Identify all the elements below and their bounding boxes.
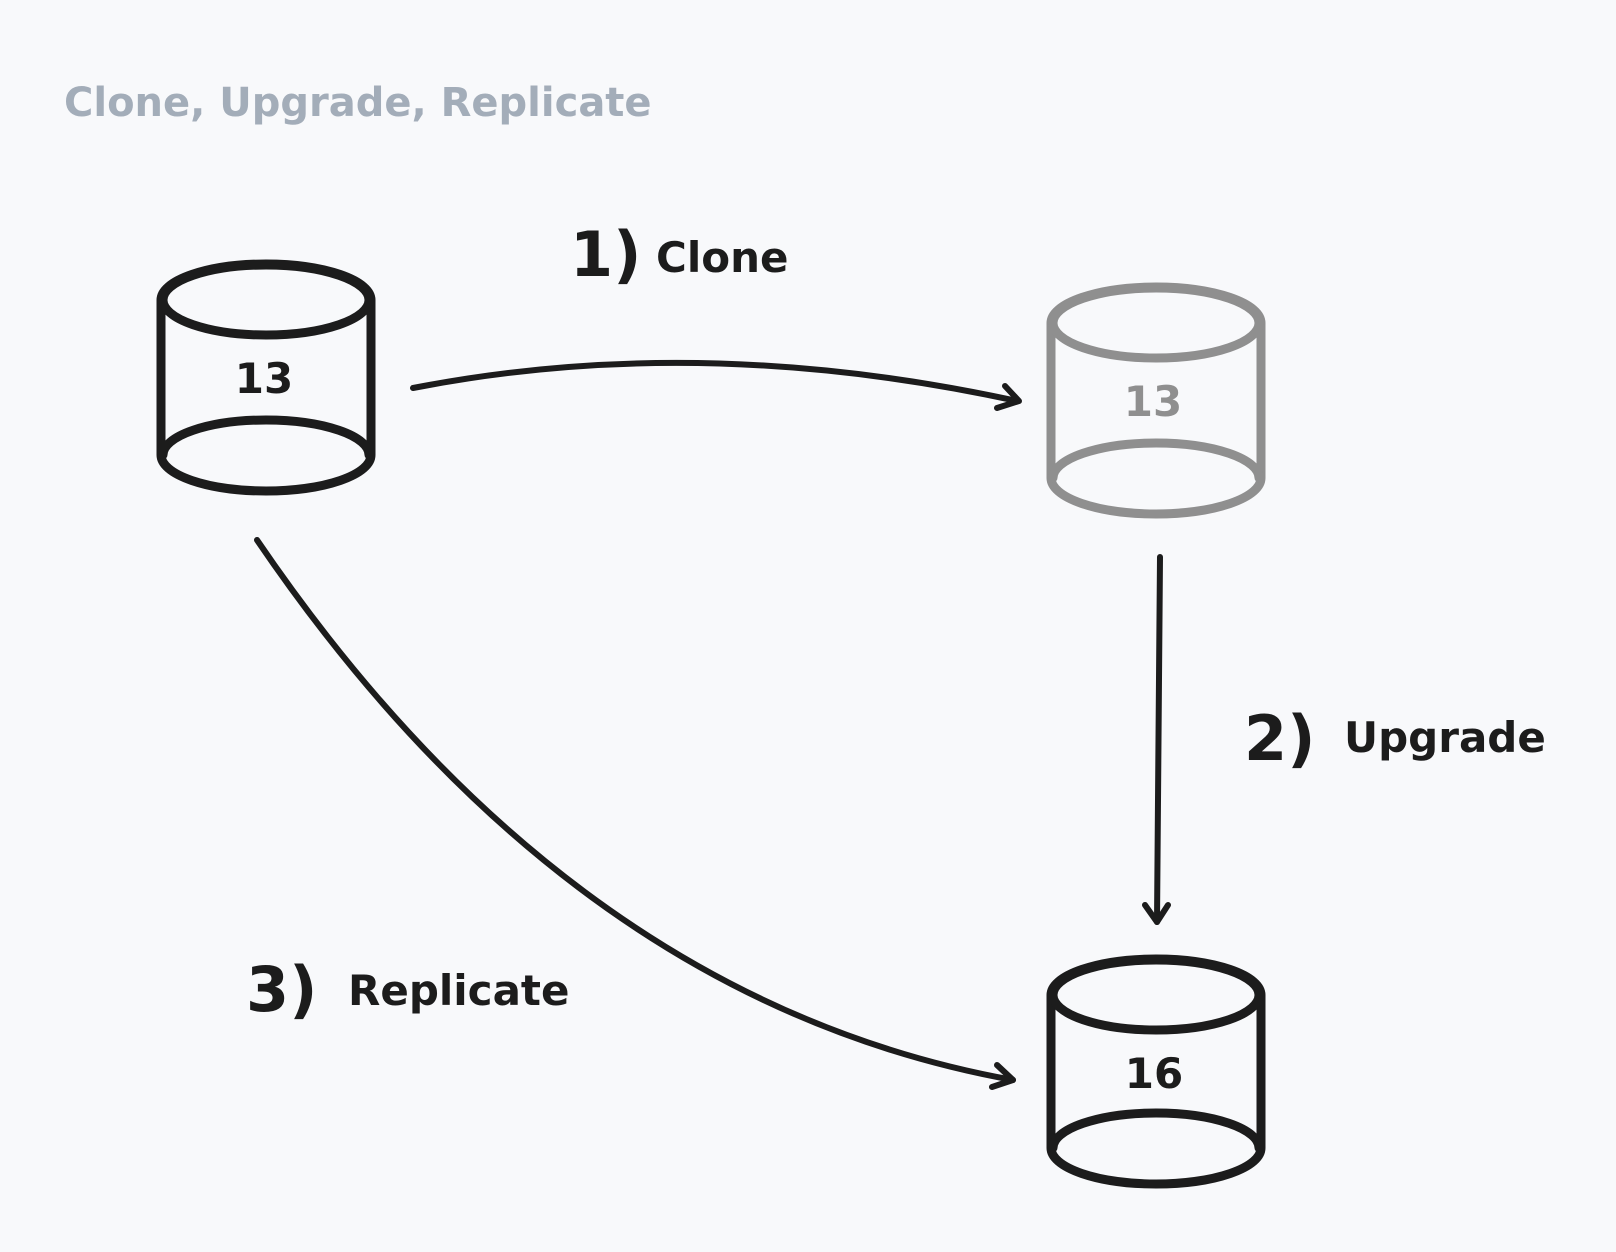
clone-arrow [410,359,1022,411]
replicate-arrow [254,537,1016,1090]
step-2-label: 2) Upgrade [1244,702,1546,775]
step-1-number: 1) [570,218,641,291]
diagram-title: Clone, Upgrade, Replicate [64,80,652,126]
step-1-text: Clone [656,233,788,282]
upgraded-database-version: 16 [1125,1049,1183,1098]
upgrade-arrow [1142,554,1171,925]
step-1-label: 1) Clone [570,218,788,291]
step-3-text: Replicate [348,966,569,1015]
source-database-version: 13 [235,354,293,403]
step-3-label: 3) Replicate [246,953,569,1026]
clone-database-icon: 13 [1046,282,1266,519]
clone-database-version: 13 [1124,377,1182,426]
step-3-number: 3) [246,953,317,1026]
source-database-icon: 13 [156,259,376,496]
step-2-number: 2) [1244,702,1315,775]
upgraded-database-icon: 16 [1046,954,1266,1189]
step-2-text: Upgrade [1344,713,1546,762]
